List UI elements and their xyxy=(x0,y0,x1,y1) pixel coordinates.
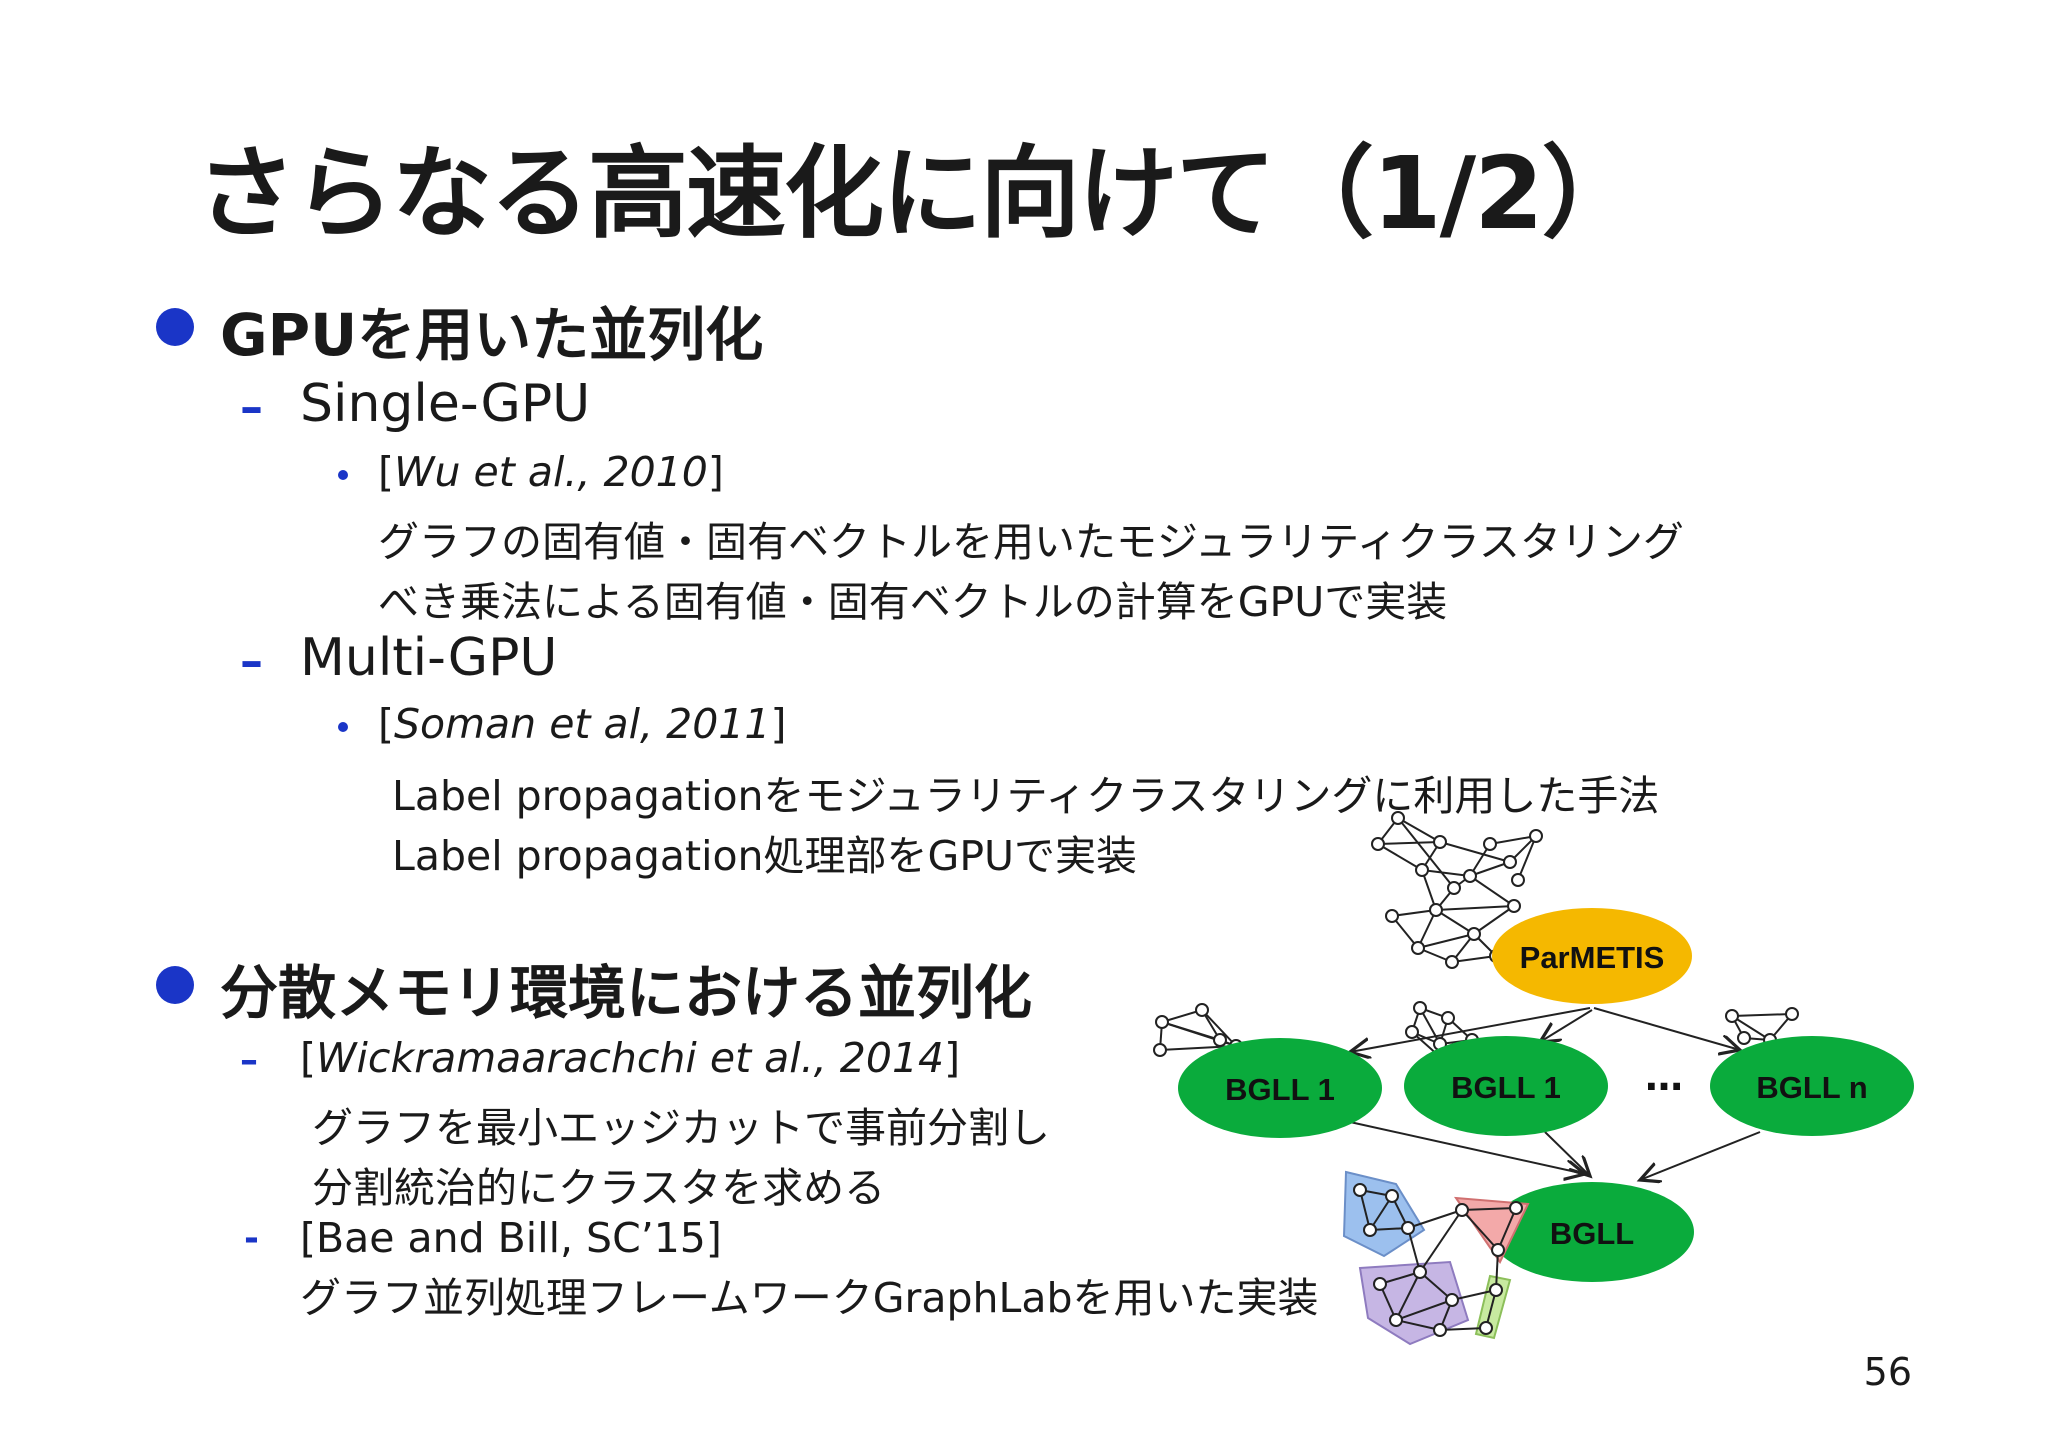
bullet-icon xyxy=(156,308,194,346)
multi-gpu-desc-1: Label propagationをモジュラリティクラスタリングに利用した手法 xyxy=(392,772,1660,820)
sub-bullet-icon xyxy=(338,722,348,732)
dash-icon: – xyxy=(240,380,263,434)
ref-wu: [Wu et al., 2010] xyxy=(378,448,724,496)
subheading-single-gpu: Single-GPU xyxy=(300,374,591,434)
arrow-bgll1b-to-bgll xyxy=(1544,1131,1590,1176)
node-bgll1-a-label: BGLL 1 xyxy=(1225,1072,1335,1107)
bracket-open: [ xyxy=(378,700,394,748)
bracket-close: ] xyxy=(944,1034,961,1082)
section-heading-gpu: GPUを用いた並列化 xyxy=(220,301,764,369)
distributed-desc-1: グラフを最小エッジカットで事前分割し xyxy=(312,1104,1050,1152)
arrow-to-bgll1a xyxy=(1350,1007,1591,1052)
node-bgll1-b-label: BGLL 1 xyxy=(1451,1070,1561,1105)
graphlab-desc: グラフ並列処理フレームワークGraphLabを用いた実装 xyxy=(300,1274,1319,1322)
ref-wickramaarachchi: [Wickramaarachchi et al., 2014] xyxy=(300,1034,960,1082)
input-graph-icon xyxy=(1371,811,1543,969)
node-bgll1-b: BGLL 1 xyxy=(1404,1036,1608,1136)
distributed-desc-2: 分割統治的にクラスタを求める xyxy=(312,1164,886,1212)
ref-soman: [Soman et al, 2011] xyxy=(378,700,786,748)
ref-soman-text: Soman et al, 2011 xyxy=(394,700,771,748)
sub-bullet-icon xyxy=(338,470,348,480)
ellipsis-label: … xyxy=(1645,1055,1683,1099)
bracket-open: [ xyxy=(378,448,394,496)
ref-wickramaarachchi-text: Wickramaarachchi et al., 2014 xyxy=(316,1034,945,1082)
subgraph-icon xyxy=(1405,1001,1479,1071)
dash-icon: - xyxy=(244,1218,259,1259)
node-bglln: BGLL n xyxy=(1710,1036,1914,1136)
page-number: 56 xyxy=(1863,1350,1912,1394)
subheading-multi-gpu: Multi-GPU xyxy=(300,628,558,688)
subgraph-icon xyxy=(1725,1007,1799,1047)
subgraph-icon xyxy=(1153,1003,1243,1057)
arrow-to-bglln xyxy=(1593,1007,1740,1050)
dash-icon: – xyxy=(240,634,263,688)
ref-wu-text: Wu et al., 2010 xyxy=(394,448,708,496)
bracket-open: [ xyxy=(300,1034,316,1082)
node-parmetis-label: ParMETIS xyxy=(1520,940,1665,975)
single-gpu-desc-1: グラフの固有値・固有ベクトルを用いたモジュラリティクラスタリング xyxy=(378,518,1684,566)
slide-title: さらなる高速化に向けて（1/2） xyxy=(196,135,1642,252)
dash-icon: – xyxy=(240,1040,258,1081)
clustered-graph-icon xyxy=(1342,1170,1530,1346)
bullet-icon xyxy=(156,966,194,1004)
arrow-to-bgll1b xyxy=(1540,1009,1593,1042)
arrow-bgll1a-to-bgll xyxy=(1349,1121,1585,1174)
node-bgll-label: BGLL xyxy=(1550,1216,1634,1251)
bracket-close: ] xyxy=(770,700,787,748)
ref-bae-bill: [Bae and Bill, SC’15] xyxy=(300,1214,722,1262)
single-gpu-desc-2: べき乗法による固有値・固有ベクトルの計算をGPUで実装 xyxy=(378,578,1448,626)
arrow-bglln-to-bgll xyxy=(1640,1131,1761,1180)
section-heading-distributed: 分散メモリ環境における並列化 xyxy=(220,959,1033,1027)
bracket-close: ] xyxy=(707,448,724,496)
node-bgll: BGLL xyxy=(1490,1182,1694,1282)
node-bgll1-a: BGLL 1 xyxy=(1178,1038,1382,1138)
multi-gpu-desc-2: Label propagation処理部をGPUで実装 xyxy=(392,832,1138,880)
node-parmetis: ParMETIS xyxy=(1492,908,1692,1004)
node-bglln-label: BGLL n xyxy=(1756,1070,1867,1105)
